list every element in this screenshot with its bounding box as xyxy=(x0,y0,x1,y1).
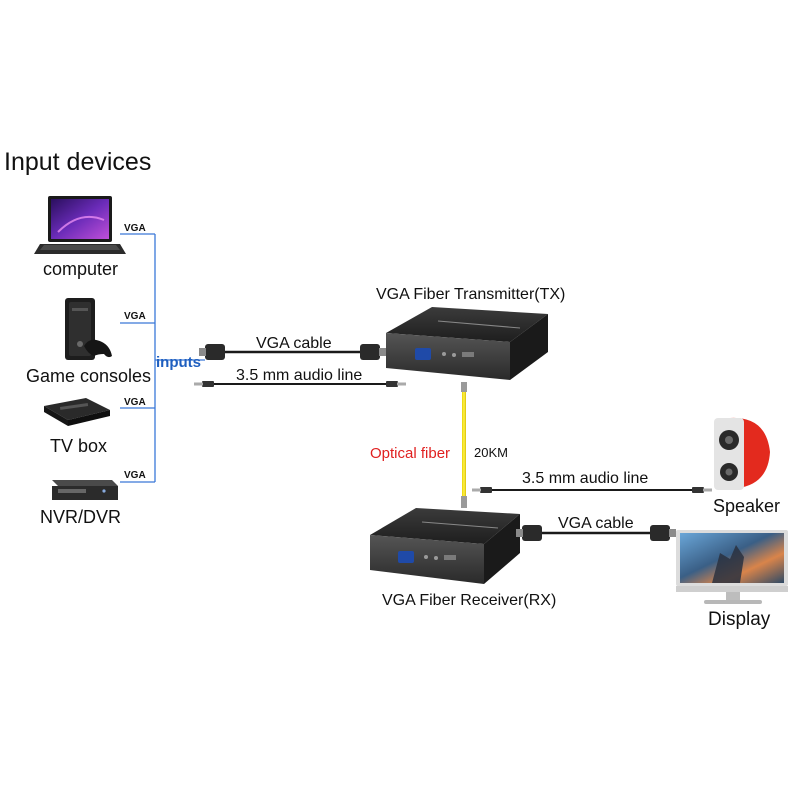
fiber-distance-label: 20KM xyxy=(474,445,508,460)
output-vga-cable-icon xyxy=(516,525,676,541)
device-label-game-consoles: Game consoles xyxy=(26,366,152,386)
input-bracket-lines xyxy=(120,233,205,483)
monitor-icon xyxy=(676,530,788,604)
device-label-tv-box: TV box xyxy=(50,436,108,456)
vga-link-label-game-consoles: VGA xyxy=(124,311,146,322)
inputs-label: inputs xyxy=(156,354,201,371)
speaker-label: Speaker xyxy=(713,496,781,516)
output-vga-cable-label: VGA cable xyxy=(558,515,634,532)
device-label-computer: computer xyxy=(43,259,119,279)
input-vga-cable-label: VGA cable xyxy=(256,335,332,352)
transmitter-label: VGA Fiber Transmitter(TX) xyxy=(376,286,566,303)
output-audio-line-label: 3.5 mm audio line xyxy=(522,470,649,487)
display-label: Display xyxy=(708,609,771,630)
tv-box-icon xyxy=(44,398,110,426)
game-console-icon xyxy=(65,298,112,360)
output-audio-line-icon xyxy=(472,487,712,493)
transmitter-box-icon xyxy=(386,307,548,380)
receiver-label: VGA Fiber Receiver(RX) xyxy=(382,592,557,609)
device-label-nvr-dvr: NVR/DVR xyxy=(40,507,122,527)
speaker-icon xyxy=(714,417,770,490)
optical-fiber-icon xyxy=(461,382,467,508)
laptop-icon xyxy=(34,196,126,254)
input-vga-cable-icon xyxy=(199,344,386,360)
vga-link-label-nvr-dvr: VGA xyxy=(124,470,146,481)
nvr-dvr-icon xyxy=(52,480,118,500)
optical-fiber-label: Optical fiber xyxy=(370,445,451,462)
page-title: Input devices xyxy=(4,148,152,176)
vga-link-label-tv-box: VGA xyxy=(124,397,146,408)
vga-link-label-computer: VGA xyxy=(124,223,146,234)
input-audio-line-icon xyxy=(194,381,406,387)
input-audio-line-label: 3.5 mm audio line xyxy=(236,367,363,384)
receiver-box-icon xyxy=(370,508,520,584)
